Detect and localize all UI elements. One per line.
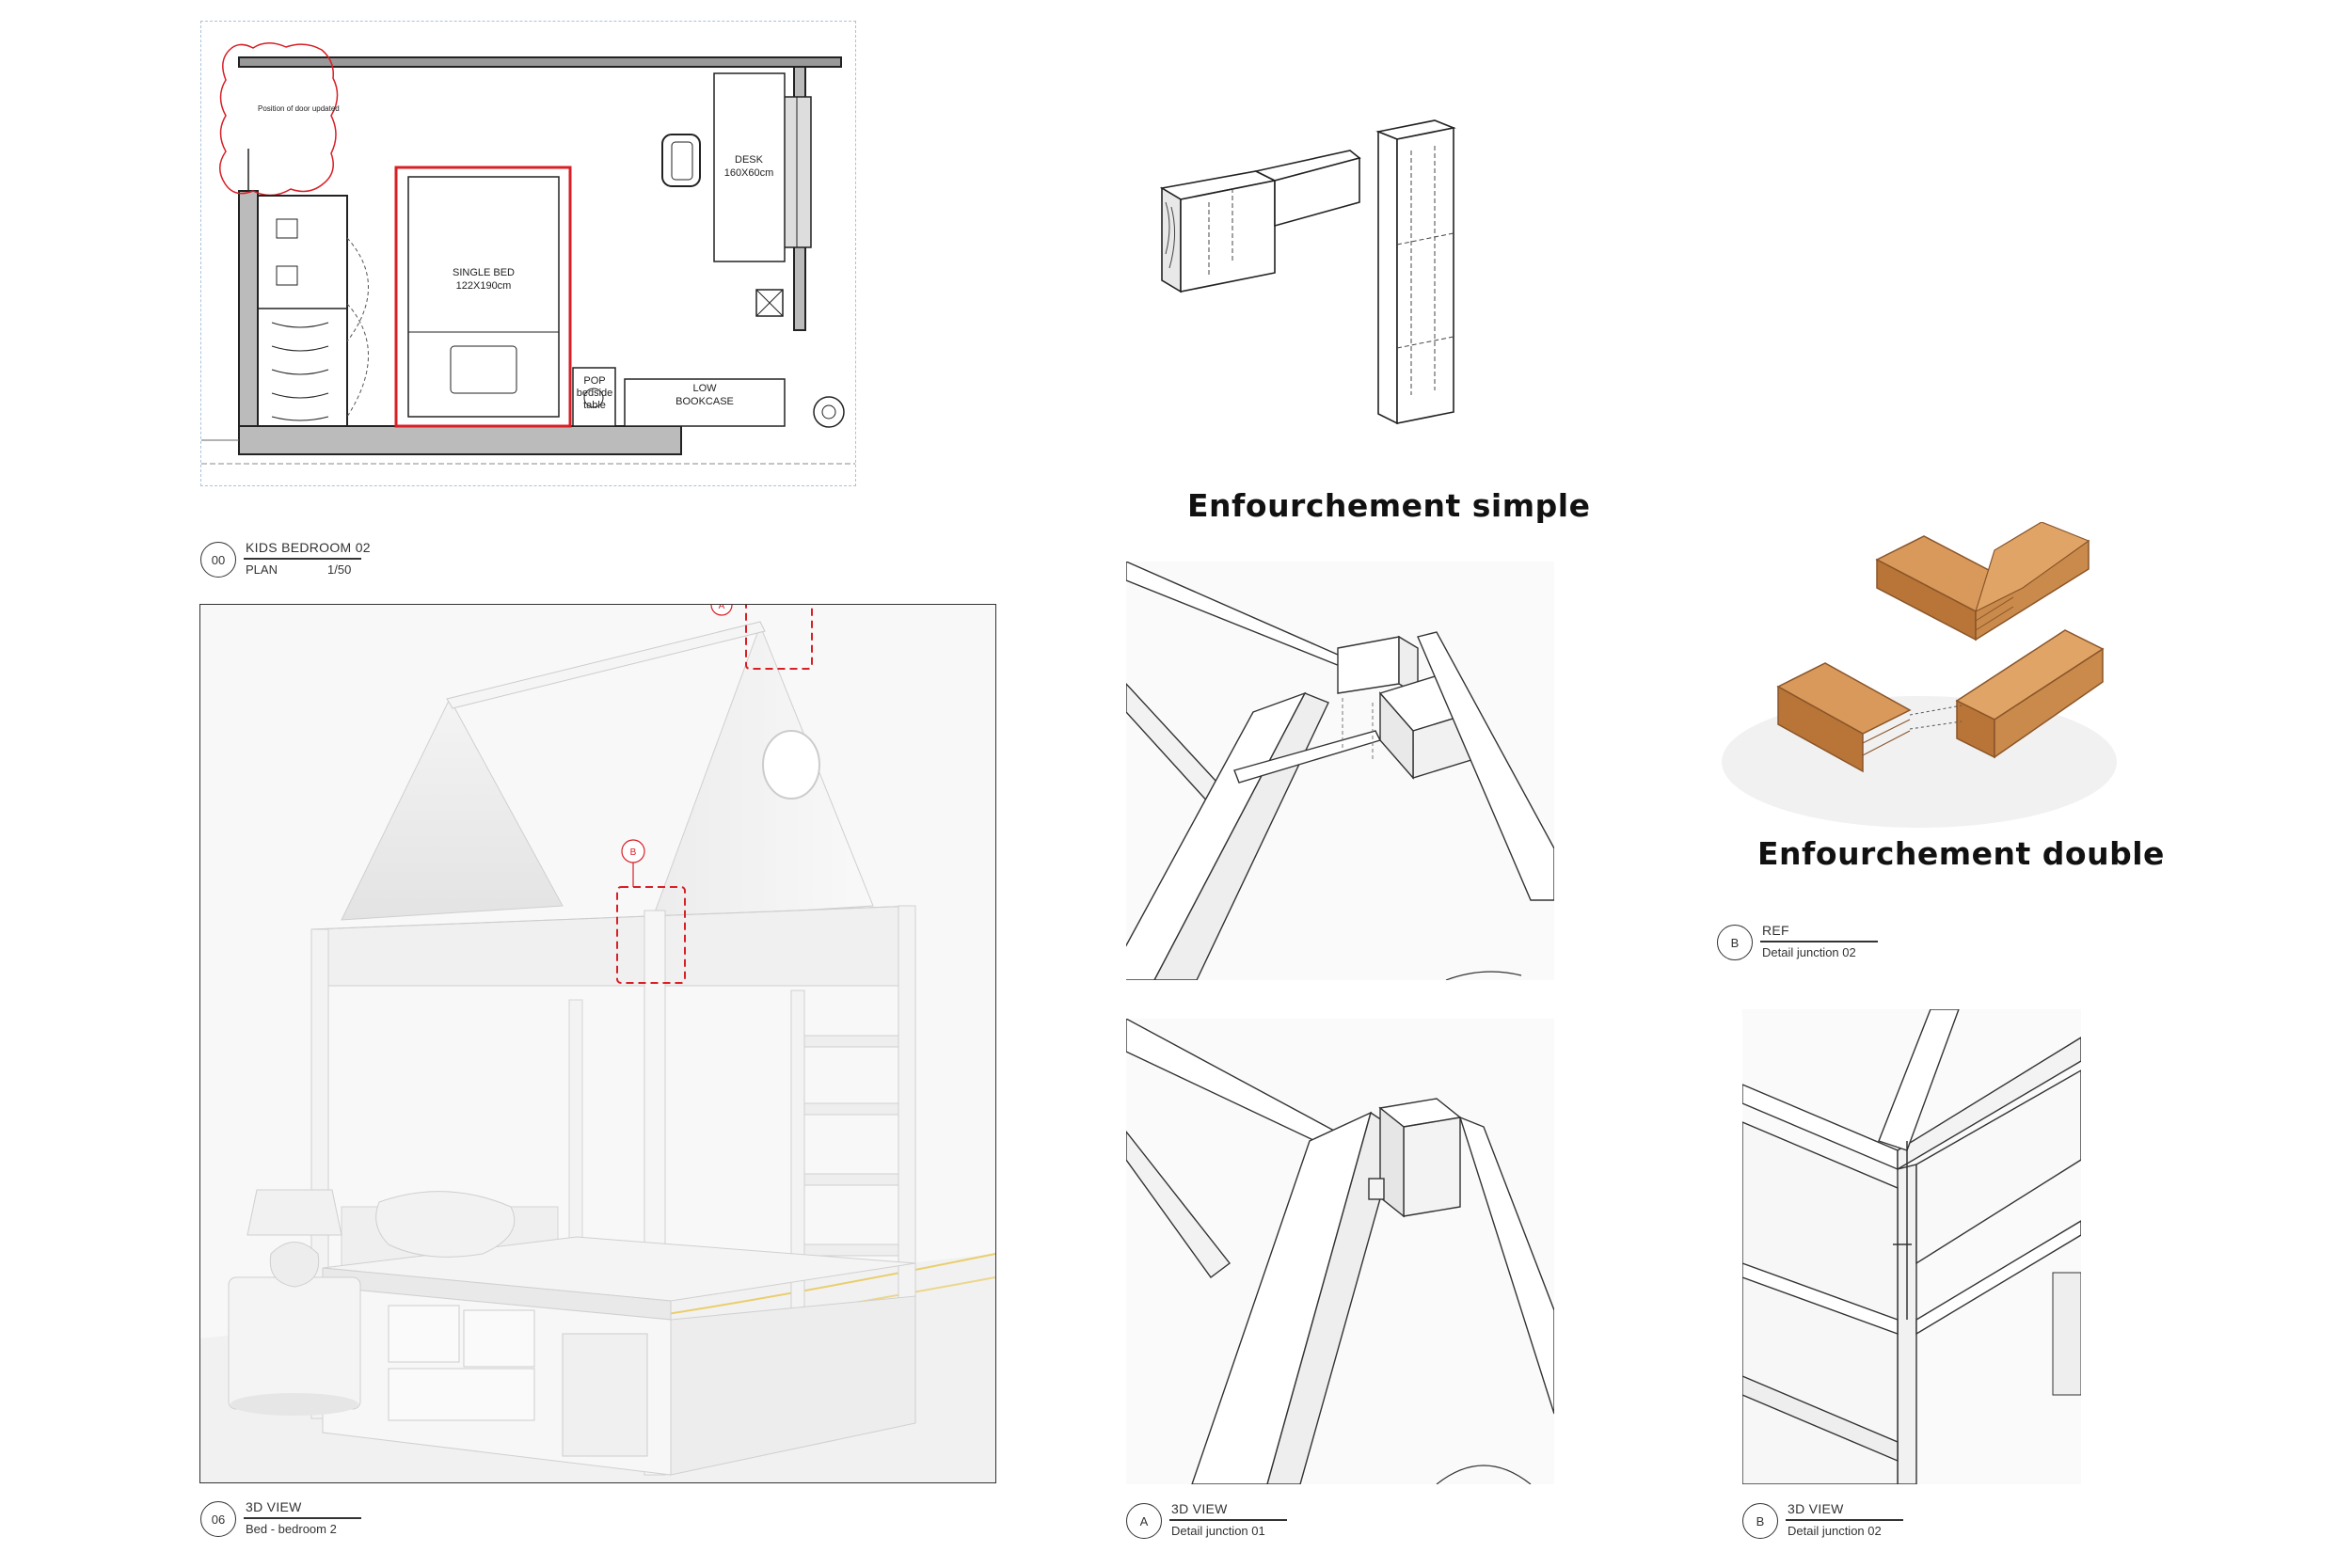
door-note-text: Position of door updated (258, 104, 340, 113)
bedside-label: bedside (577, 388, 613, 399)
detail-junction-01 (1126, 1019, 1554, 1484)
open-shelf (562, 1333, 648, 1457)
detail-b-number: B (1742, 1503, 1778, 1539)
left-gable (341, 697, 564, 921)
low-label: LOW (692, 383, 717, 394)
detail-a-title-block: A 3D VIEW Detail junction 01 (1126, 1496, 1371, 1552)
drawer (388, 1305, 460, 1363)
wall-top (238, 56, 842, 68)
bed-size-label: 122X190cm (456, 280, 512, 292)
junction-a-marker (745, 605, 813, 670)
ladder-rung (803, 1035, 899, 1048)
nightstand (228, 1276, 361, 1410)
ref-view-name: REF (1762, 923, 1789, 938)
pop-label: POP (583, 375, 605, 387)
simple-joint-sketch (1152, 113, 1510, 451)
detail-b-sub: Detail junction 02 (1788, 1524, 1882, 1538)
ladder-rail (790, 990, 805, 1339)
bed-title-block: 06 3D VIEW Bed - bedroom 2 (200, 1494, 445, 1550)
wall-left (238, 190, 259, 427)
simple-joint-svg (1159, 119, 1456, 425)
desk-label: DESK (735, 154, 764, 166)
double-caption: Enfourchement double (1757, 835, 2165, 872)
bedside-table (572, 367, 616, 427)
simple-caption: Enfourchement simple (1187, 487, 1591, 524)
detail-a-sub: Detail junction 01 (1171, 1524, 1265, 1538)
detail-b-name: 3D VIEW (1788, 1501, 1844, 1516)
wardrobe (257, 195, 348, 427)
plant (813, 396, 845, 428)
plan-view-scale: 1/50 (327, 562, 352, 577)
plan-view-number: 00 (200, 542, 236, 578)
pillow-plan (450, 345, 517, 394)
detail-a-name: 3D VIEW (1171, 1501, 1228, 1516)
marker-a-label: A (719, 605, 725, 611)
ridge-beam (446, 621, 766, 709)
detail-a-number: A (1126, 1503, 1162, 1539)
lamp-base (269, 1242, 320, 1288)
double-joint-render (1722, 522, 2117, 832)
door-note-cloud (219, 42, 339, 197)
lamp-shade (246, 1189, 342, 1236)
bed-view-number: 06 (200, 1501, 236, 1537)
marker-a-bubble (710, 605, 733, 616)
bed-view-sub: Bed - bedroom 2 (246, 1522, 337, 1536)
detail-02-svg (1742, 1009, 2081, 1484)
plan-title-block: 00 KIDS BEDROOM 02 PLAN 1/50 (200, 534, 445, 591)
plan-view-name: KIDS BEDROOM 02 (246, 540, 371, 555)
bed-view-name: 3D VIEW (246, 1499, 302, 1514)
detail-b-title-block: B 3D VIEW Detail junction 02 (1742, 1496, 1987, 1552)
ref-view-number: B (1717, 925, 1753, 960)
bed-svg: A B (200, 605, 995, 1482)
bed-label: SINGLE BED (453, 267, 515, 278)
desk-size-label: 160X60cm (724, 167, 774, 179)
bed-redline (394, 166, 572, 428)
low-bookcase (624, 378, 786, 427)
detail-01a-svg (1126, 562, 1554, 980)
table-label: table (583, 400, 606, 411)
round-window (762, 730, 820, 800)
ref-view-sub: Detail junction 02 (1762, 945, 1856, 959)
junction-b-marker (616, 886, 686, 984)
bed-3d-view: A B (199, 604, 996, 1483)
marker-b-label: B (630, 847, 637, 858)
double-joint-svg (1722, 522, 2117, 828)
detail-junction-01-closeup (1126, 562, 1554, 980)
plan-view-sub: PLAN (246, 562, 278, 577)
pillow (375, 1191, 516, 1258)
detail-01b-svg (1126, 1019, 1554, 1484)
ref-title-block: B REF Detail junction 02 (1717, 917, 1962, 974)
bed-plan (407, 176, 560, 418)
desk (713, 72, 786, 262)
wall-bottom (238, 425, 682, 455)
plan-svg: Position of door updated SINGLE BED 122X… (201, 42, 855, 465)
bookcase-label: BOOKCASE (675, 396, 734, 407)
detail-junction-02 (1742, 1009, 2081, 1484)
plan-drawing: Position of door updated SINGLE BED 122X… (200, 21, 856, 486)
